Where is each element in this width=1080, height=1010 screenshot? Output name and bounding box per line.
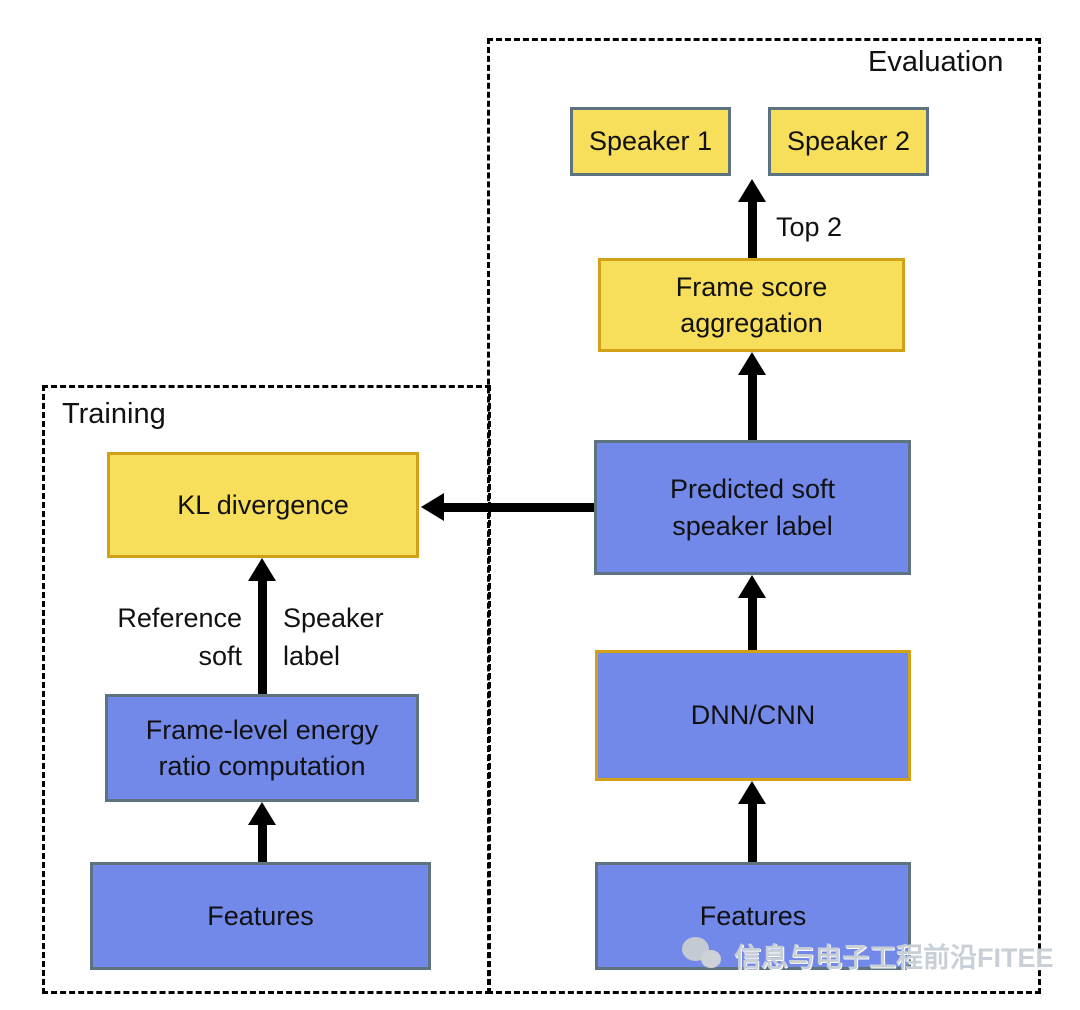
arrow-head xyxy=(248,558,276,581)
wechat-icon xyxy=(682,936,726,975)
evaluation-region xyxy=(487,38,1041,994)
arrow-aggregation-to-speakers xyxy=(738,179,766,258)
arrow-shaft xyxy=(747,804,757,862)
wechat-icon-bubble-small xyxy=(701,949,721,968)
edge-label-reference-soft-line2: soft xyxy=(198,640,242,671)
arrow-shaft xyxy=(747,375,757,440)
arrow-framelevel-to-kl xyxy=(248,558,276,694)
arrow-predicted-to-aggregation xyxy=(738,352,766,440)
node-speaker-2: Speaker 2 xyxy=(768,107,929,176)
edge-label-reference-soft: Reference soft xyxy=(86,600,242,676)
node-features-right-label: Features xyxy=(699,900,807,931)
node-predicted-line2: speaker label xyxy=(672,510,833,541)
node-predicted-line1: Predicted soft xyxy=(669,474,836,505)
node-frame-score-aggregation: Frame score aggregation xyxy=(598,258,905,352)
node-frame-level-energy-ratio: Frame-level energy ratio computation xyxy=(105,694,419,802)
training-region-label: Training xyxy=(62,398,166,430)
node-speaker-1: Speaker 1 xyxy=(570,107,731,176)
node-features-left-label: Features xyxy=(207,900,314,931)
node-speaker-2-label: Speaker 2 xyxy=(786,126,911,157)
arrow-features-right-to-dnn xyxy=(738,781,766,862)
node-frame-score-aggregation-line1: Frame score xyxy=(675,271,828,302)
arrow-head xyxy=(738,179,766,202)
arrow-head xyxy=(738,352,766,375)
arrow-shaft xyxy=(747,202,757,258)
arrow-dnn-to-predicted xyxy=(738,575,766,650)
arrow-shaft xyxy=(444,502,594,512)
node-speaker-1-label: Speaker 1 xyxy=(588,126,713,157)
node-features-right: Features xyxy=(595,862,911,970)
arrow-shaft xyxy=(257,581,267,694)
edge-label-speaker-label-line1: Speaker xyxy=(283,603,384,633)
arrow-features-left-to-framelevel xyxy=(248,802,276,862)
node-dnn-cnn: DNN/CNN xyxy=(595,650,911,781)
node-dnn-cnn-label: DNN/CNN xyxy=(690,700,816,731)
watermark-text: 信息与电子工程前沿FITEE xyxy=(734,943,1054,973)
edge-label-speaker-label: Speaker label xyxy=(283,600,433,676)
node-frame-level-line1: Frame-level energy xyxy=(145,714,379,745)
arrow-head xyxy=(248,802,276,825)
edge-label-speaker-label-line2: label xyxy=(283,640,341,671)
arrow-head xyxy=(738,781,766,804)
evaluation-region-label: Evaluation xyxy=(868,46,1004,78)
watermark: 信息与电子工程前沿FITEE xyxy=(682,936,1054,975)
edge-label-top2: Top 2 xyxy=(776,212,843,242)
node-features-left: Features xyxy=(90,862,431,970)
node-predicted-soft-speaker-label: Predicted soft speaker label xyxy=(594,440,911,575)
node-kl-divergence: KL divergence xyxy=(107,452,419,558)
node-kl-divergence-label: KL divergence xyxy=(177,489,349,520)
arrow-predicted-to-kl xyxy=(421,493,594,521)
node-frame-level-line2: ratio computation xyxy=(158,751,366,781)
arrow-head xyxy=(738,575,766,598)
node-frame-score-aggregation-line2: aggregation xyxy=(680,308,823,338)
arrow-shaft xyxy=(747,598,757,650)
arrow-head xyxy=(421,493,444,521)
arrow-shaft xyxy=(257,825,267,862)
edge-label-reference-soft-line1: Reference xyxy=(117,603,242,633)
